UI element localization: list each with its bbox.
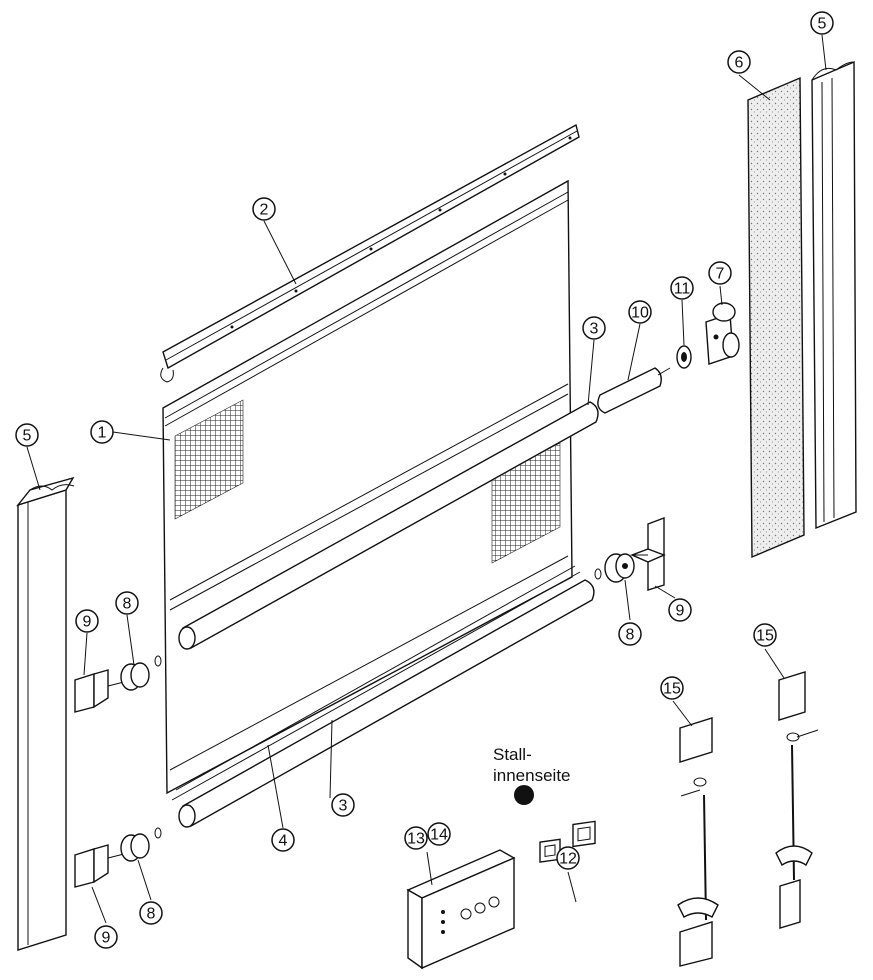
callout-4-label: 4	[279, 833, 288, 850]
callout-8-left-upper: 8	[115, 591, 139, 615]
callout-8-left-lower-label: 8	[147, 906, 156, 923]
callout-8-right-label: 8	[626, 627, 635, 644]
right-mounting-angle	[630, 516, 666, 591]
callout-5-right-label: 5	[818, 16, 827, 33]
inside-marker-dot	[514, 785, 534, 805]
callout-8-left-upper-label: 8	[123, 596, 132, 613]
callout-15-right-label: 15	[756, 628, 774, 645]
callout-9-right-label: 9	[676, 603, 685, 620]
callout-8-right: 8	[618, 622, 642, 646]
switches	[539, 820, 596, 863]
callout-13: 13	[404, 826, 428, 850]
callout-1: 1	[90, 420, 114, 444]
left-post	[16, 476, 75, 951]
callout-12-label: 12	[559, 851, 577, 868]
callout-4: 4	[271, 828, 295, 852]
callout-6-label: 6	[735, 55, 744, 72]
callout-3-upper-label: 3	[590, 321, 599, 338]
cover-strip	[747, 76, 805, 559]
inside-side-note-line2: innenseite	[493, 766, 571, 785]
callout-13-label: 13	[407, 831, 425, 848]
lower-roll-tube	[171, 565, 595, 828]
callout-5-left-label: 5	[23, 428, 32, 445]
callout-3-lower: 3	[331, 793, 355, 817]
callout-10-label: 10	[631, 305, 649, 322]
rod-assembly-right	[775, 671, 819, 929]
callout-7: 7	[708, 261, 732, 285]
leader-lines	[26, 34, 827, 924]
bearing-bracket	[705, 302, 740, 365]
callout-15-right: 15	[753, 623, 777, 647]
callout-2: 2	[252, 197, 276, 221]
callout-11: 11	[670, 276, 694, 300]
upper-roll-tube	[178, 401, 599, 650]
callout-9-left-upper-label: 9	[83, 614, 92, 631]
left-upper-bushing	[120, 655, 162, 691]
callout-14-label: 14	[430, 827, 448, 844]
inside-side-note: Stall- innenseite	[493, 744, 571, 786]
callout-15-left-label: 15	[663, 681, 681, 698]
inside-side-note-line1: Stall-	[493, 745, 532, 764]
callout-10: 10	[628, 300, 652, 324]
callout-7-label: 7	[716, 266, 725, 283]
callout-5-right: 5	[810, 11, 834, 35]
drive-cylinder	[597, 367, 671, 414]
callout-9-left-upper: 9	[75, 609, 99, 633]
gear	[676, 345, 692, 369]
callout-15-left: 15	[660, 676, 684, 700]
callout-14: 14	[427, 822, 451, 846]
control-box	[406, 849, 516, 970]
left-lower-angle	[74, 844, 125, 888]
right-post	[811, 60, 857, 530]
top-rail	[160, 123, 580, 383]
callout-1-label: 1	[98, 425, 107, 442]
callout-9-left-lower: 9	[94, 925, 118, 949]
callout-2-label: 2	[260, 202, 269, 219]
callout-3-upper: 3	[582, 316, 606, 340]
callout-5-left: 5	[15, 423, 39, 447]
curtain-panel	[162, 179, 573, 795]
left-upper-angle	[74, 669, 125, 713]
left-lower-bushing	[120, 827, 162, 862]
rod-assembly-left	[677, 717, 719, 967]
callout-11-label: 11	[674, 281, 691, 298]
callout-8-left-lower: 8	[139, 901, 163, 925]
callout-3-lower-label: 3	[339, 798, 348, 815]
callout-12: 12	[556, 846, 580, 870]
callout-9-left-lower-label: 9	[102, 930, 111, 947]
callout-6: 6	[727, 50, 751, 74]
right-bushing	[594, 553, 635, 583]
callout-9-right: 9	[668, 598, 692, 622]
